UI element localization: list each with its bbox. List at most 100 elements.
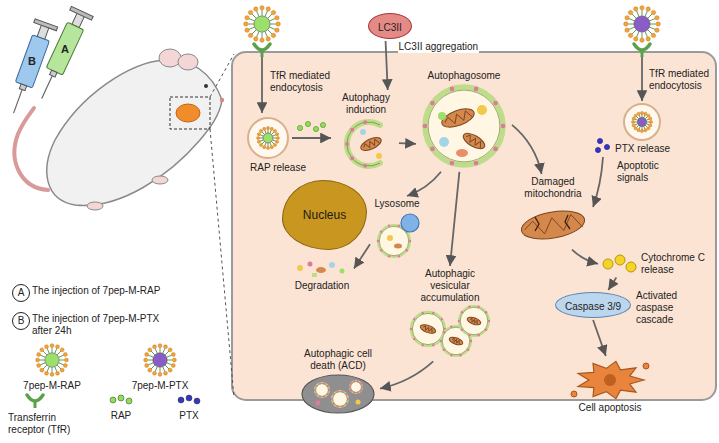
cargo [477,105,487,115]
micelle-chain [163,367,165,372]
lc3-dot [501,123,506,128]
annotation-label: TfR mediated endocytosis [649,68,713,92]
drug-dot [305,121,310,126]
micelle-ligand [40,348,44,352]
accumulation-node: Autophagic vesicular accumulation [408,268,492,359]
cargo [438,112,446,120]
drug-dot [597,138,602,143]
node-label: Caspase 3/9 [565,301,621,312]
micelle-ligand [624,22,628,26]
receptor-symbol [27,395,43,401]
drug-dot [297,125,302,130]
lc3-dot [323,382,325,384]
micelle-core [254,16,270,32]
micelle-chain [57,351,61,355]
micelle-ligand [646,37,650,41]
receptor-symbol [261,50,264,57]
lc3-dot [332,393,334,395]
micelle-core [263,133,273,143]
endocytic-vesicle [624,104,660,140]
zoom-box [170,97,210,129]
node-figure [515,200,591,248]
lc3-dot [443,331,445,333]
micelle-chain [268,14,272,18]
lc3-dot [450,86,455,91]
lc3-dot [461,311,463,313]
micelle-ligand [153,371,157,375]
micelle-ligand [168,368,172,372]
node-label: A [18,287,25,299]
micelle-ligand [153,345,157,349]
micelle-ligand [634,7,638,11]
lc3-dot [413,338,415,340]
mitochondrion-cristae [423,326,434,333]
lc3-dot [485,311,487,313]
syringe-barrel [46,22,83,75]
cargo [376,153,382,159]
micelle-chain [160,367,161,373]
micelle-ligand [50,372,54,376]
micelle-ligand [145,353,149,357]
lc3-dot [468,306,470,308]
micelle-chain [167,360,173,361]
micelle-ligand [651,10,655,14]
edge-label: LC3II aggregation [398,41,480,53]
flow-arrow [593,157,603,207]
lc3-dot [341,390,343,392]
vesicle-membrane [332,391,348,407]
annotation-label: The injection of 7pep-M-PTX after 24h [32,313,182,337]
node-label: Autophagosome [418,70,510,82]
mitochondrion-cristae [452,338,461,344]
fragment [312,273,317,277]
micelle-ligand [37,364,41,368]
micelle-chain [47,348,49,353]
micelle-chain [636,31,638,37]
node-figure [568,358,652,402]
legend-swatch-dot [118,395,124,401]
lc3-dot [432,344,434,346]
micelle-ligand [656,22,660,26]
node-label: Cell apoptosis [568,402,652,414]
mitochondrion-cristae [443,109,472,126]
mitochondrion [519,206,587,243]
lc3-dot [443,349,445,351]
cytochrome-dot [626,262,636,272]
node-label: B [18,315,25,327]
micelle-chain [649,18,655,20]
flow-arrow [261,57,263,113]
drug-dot [320,122,325,127]
micelle-ligand [647,127,650,130]
annotation-label: Activated caspase cascade [636,290,712,325]
lc3-dot [380,230,382,232]
micelle-ligand [632,117,635,120]
mitochondrion [419,323,437,335]
cytochrome-dot [615,255,625,265]
node-label: Autophagic cell death (ACD) [298,348,378,372]
legend-swatch [108,394,134,406]
mouse-eye [204,84,208,88]
lc3-dot [440,340,442,342]
lc3-dot [350,389,352,391]
mitochondrion [466,316,482,327]
mouse-body [47,60,222,206]
cell-death-node: Autophagic cell death (ACD) [298,348,378,416]
mitochondrion [448,336,464,347]
lc3-dot [360,382,362,384]
micelle-chain [165,365,169,369]
lc3-dot [315,393,317,395]
lysosome-body [401,214,419,232]
micelle-ligand [649,124,652,127]
legend-label: PTX [179,410,198,422]
micelle-chain [629,18,635,20]
micelle-ligand [171,364,175,368]
lc3-dot [461,329,463,331]
micelle-ligand [632,121,635,124]
lc3-dot [361,385,363,387]
lc3-dot [430,101,435,106]
lysosome-node: Lysosome [372,198,422,260]
lc3-dot [353,391,355,393]
node-label: Autophagy induction [335,92,397,116]
micelle-ligand [275,28,279,32]
micelle-ligand [651,33,655,37]
